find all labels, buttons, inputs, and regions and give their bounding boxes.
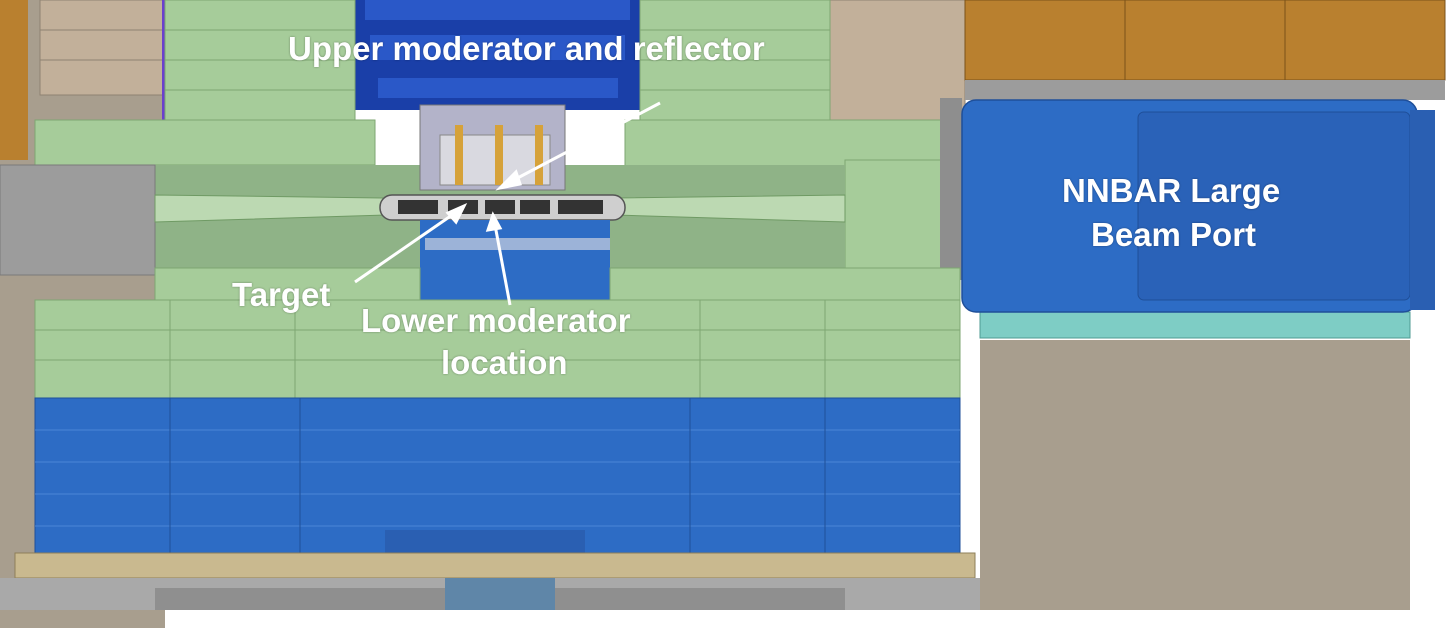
arrow-lower-moderator xyxy=(493,224,512,306)
arrow-upper-moderator xyxy=(509,101,661,184)
annotation-arrows xyxy=(354,101,661,306)
base-frame xyxy=(0,552,980,610)
upper-blue-column xyxy=(355,0,640,110)
arrow-target xyxy=(354,211,456,284)
lower-green-shielding xyxy=(34,267,961,401)
label-upper-moderator: Upper moderator and reflector xyxy=(288,30,765,67)
label-nnbar-line2: Beam Port xyxy=(1091,216,1257,253)
upper-moderator xyxy=(419,104,566,191)
arrow-upper-moderator-head xyxy=(495,169,522,191)
nnbar-beam-port xyxy=(961,99,1435,313)
lower-moderator-region xyxy=(420,220,610,315)
left-beamline-block xyxy=(0,164,156,276)
label-target: Target xyxy=(232,276,331,313)
lower-blue-shielding xyxy=(34,397,961,555)
label-nnbar-line1: NNBAR Large xyxy=(1062,172,1281,209)
target-wheel xyxy=(379,194,626,221)
monolith-edge xyxy=(940,98,962,280)
arrow-lower-moderator-head xyxy=(485,211,503,232)
right-section xyxy=(964,0,1446,610)
label-lower-moderator-line1: Lower moderator xyxy=(361,302,631,339)
arrow-target-head xyxy=(445,202,468,225)
label-lower-moderator-line2: location xyxy=(441,344,568,381)
beam-guides xyxy=(154,194,846,223)
